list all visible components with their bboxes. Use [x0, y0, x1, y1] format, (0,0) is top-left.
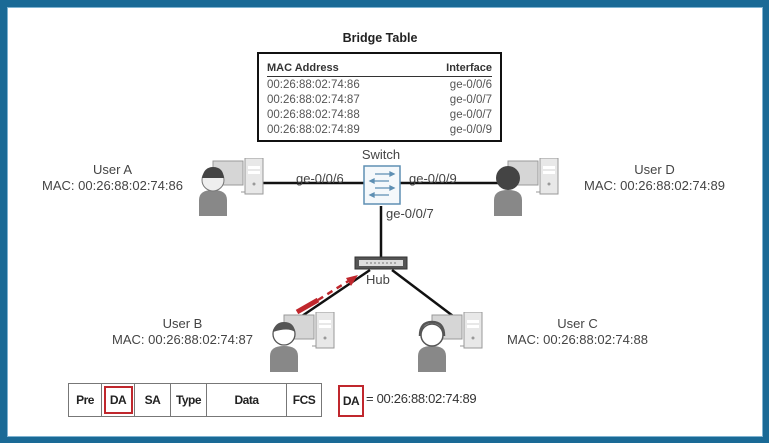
table-row: 00:26:88:02:74:88 ge-0/0/7	[267, 109, 492, 124]
row-interface: ge-0/0/7	[449, 109, 492, 121]
frame-field-type: Type	[171, 384, 207, 416]
hub-icon	[354, 256, 408, 270]
user-a-icon	[199, 158, 264, 216]
row-mac: 00:26:88:02:74:89	[267, 124, 360, 136]
bridge-table-title: Bridge Table	[342, 31, 418, 45]
user-b-icon	[270, 312, 335, 372]
row-interface: ge-0/0/6	[449, 79, 492, 91]
row-mac: 00:26:88:02:74:88	[267, 109, 360, 121]
bridge-table: MAC Address Interface 00:26:88:02:74:86 …	[257, 52, 502, 142]
user-c-icon	[418, 312, 483, 372]
user-b-name: User B	[162, 316, 203, 331]
frame-field-da: DA	[102, 384, 135, 416]
frame-field-sa: SA	[135, 384, 171, 416]
frame-field-pre: Pre	[69, 384, 102, 416]
table-row: 00:26:88:02:74:87 ge-0/0/7	[267, 94, 492, 109]
switch-label: Switch	[361, 147, 401, 162]
user-d-name: User D	[634, 162, 675, 177]
user-b-mac: MAC: 00:26:88:02:74:87	[112, 332, 253, 347]
user-c-name: User C	[557, 316, 598, 331]
user-c-mac: MAC: 00:26:88:02:74:88	[507, 332, 648, 347]
user-d-mac: MAC: 00:26:88:02:74:89	[584, 178, 725, 193]
frame-field-fcs: FCS	[292, 393, 316, 407]
link-hub-userB	[301, 268, 371, 318]
port-label-left: ge-0/0/6	[296, 171, 344, 186]
frame-direction-arrow	[295, 275, 358, 315]
table-row: 00:26:88:02:74:89 ge-0/0/9	[267, 124, 492, 139]
ethernet-frame: Pre DA SA Type Data FCS	[68, 383, 322, 417]
da-legend-value: = 00:26:88:02:74:89	[366, 391, 477, 406]
row-interface: ge-0/0/9	[449, 124, 492, 136]
link-hub-userC	[391, 269, 454, 317]
da-legend-key: DA	[338, 385, 364, 417]
user-a-name: User A	[92, 162, 132, 177]
port-label-down: ge-0/0/7	[386, 206, 434, 221]
switch-icon	[363, 165, 401, 205]
bridge-table-header: MAC Address Interface	[267, 62, 492, 77]
header-mac: MAC Address	[267, 62, 339, 74]
row-mac: 00:26:88:02:74:86	[267, 79, 360, 91]
frame-field-data: Data	[207, 384, 287, 416]
user-d-icon	[494, 158, 559, 216]
diagram-canvas	[7, 7, 763, 437]
hub-label: Hub	[366, 272, 390, 287]
header-interface: Interface	[446, 62, 492, 74]
row-interface: ge-0/0/7	[449, 94, 492, 106]
table-row: 00:26:88:02:74:86 ge-0/0/6	[267, 79, 492, 94]
row-mac: 00:26:88:02:74:87	[267, 94, 360, 106]
user-a-mac: MAC: 00:26:88:02:74:86	[42, 178, 183, 193]
port-label-right: ge-0/0/9	[409, 171, 457, 186]
